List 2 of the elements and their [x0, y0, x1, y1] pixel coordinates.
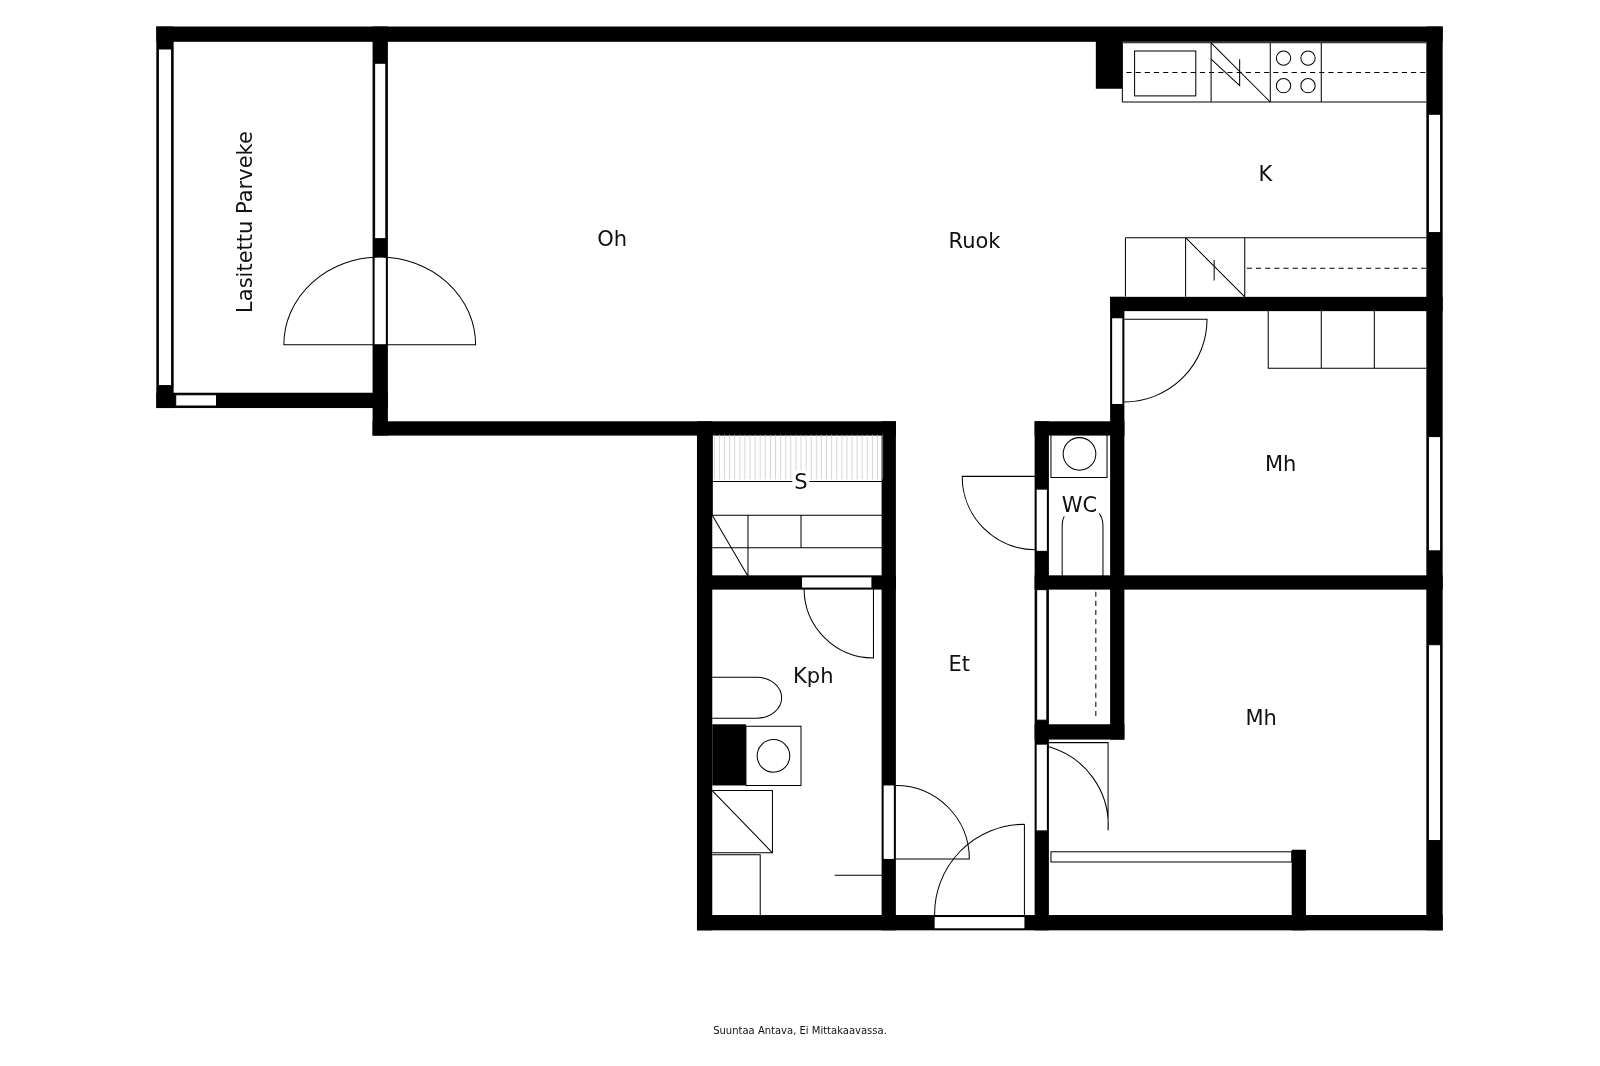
- caption: Suuntaa Antava, Ei Mittakaavassa.: [713, 1025, 887, 1036]
- room-label: WC: [1059, 493, 1100, 517]
